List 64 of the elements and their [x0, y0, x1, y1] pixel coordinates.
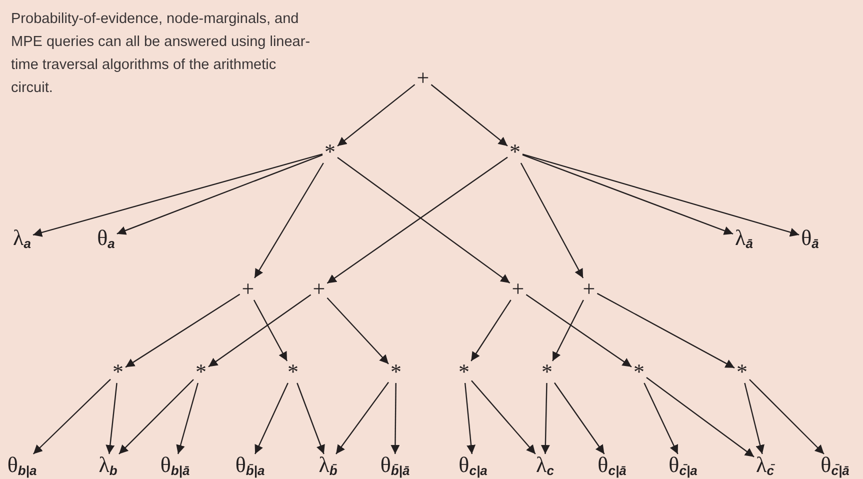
arrow — [646, 377, 754, 458]
circuit-symbol: λ$_{ā}$ — [735, 227, 753, 249]
circuit-symbol: θ$_{a}$ — [97, 227, 115, 249]
circuit-symbol: θ$_{b|a}$ — [7, 454, 37, 476]
circuit-symbol: * — [112, 361, 124, 383]
arrow — [644, 382, 678, 454]
circuit-symbol: + — [242, 278, 254, 300]
circuit-symbol: θ$_{c̄|a}$ — [668, 454, 698, 476]
arrow — [296, 382, 325, 454]
circuit-symbol: θ$_{c|a}$ — [458, 454, 488, 476]
circuit-symbol: λ$_{c}$ — [536, 454, 554, 476]
arrow — [254, 162, 324, 278]
circuit-symbol: * — [736, 361, 748, 383]
circuit-symbol: θ$_{b|ā}$ — [160, 454, 190, 476]
arrow — [176, 382, 198, 454]
circuit-symbol: * — [634, 361, 644, 383]
circuit-symbol: * — [542, 361, 552, 383]
circuit-symbol: λ$_{b̄}$ — [318, 454, 338, 476]
circuit-symbol: λ$_{c̄}$ — [756, 454, 774, 476]
arrow — [390, 383, 400, 454]
circuit-symbol: + — [416, 67, 430, 89]
circuit-symbol: * — [510, 141, 520, 163]
arrow — [554, 382, 605, 454]
arrow — [32, 378, 111, 454]
circuit-symbol: * — [458, 361, 470, 383]
circuit-symbol: θ$_{c|ā}$ — [598, 454, 626, 476]
arrow — [118, 379, 194, 454]
circuit-symbol: θ$_{c̄|ā}$ — [820, 454, 850, 476]
arrow — [106, 382, 118, 454]
arrow — [430, 84, 508, 146]
arrow — [744, 382, 764, 454]
circuit-symbol: + — [512, 278, 524, 300]
circuit-symbol: * — [324, 141, 336, 163]
circuit-symbol: + — [582, 278, 596, 300]
circuit-symbol: * — [390, 361, 402, 383]
circuit-symbol: * — [288, 361, 298, 383]
arrow — [749, 379, 824, 454]
arrow — [520, 162, 584, 278]
arrow — [336, 382, 389, 454]
arrow — [337, 84, 416, 146]
arrow — [125, 294, 240, 368]
arrow — [471, 380, 536, 454]
circuit-symbol: θ$_{b̄|a}$ — [235, 454, 265, 476]
circuit-symbol: θ$_{ā}$ — [801, 227, 819, 249]
circuit-symbol: λ$_{b}$ — [98, 454, 118, 476]
arrow — [254, 382, 288, 454]
note-text: Probability-of-evidence, node-marginals, and MPE queries can all be answered using linear-time traversal algorithms of the arithmetic circuit. — [11, 10, 311, 98]
circuit-symbol: * — [196, 361, 206, 383]
arrow — [32, 154, 323, 237]
circuit-symbol: θ$_{b̄|ā}$ — [380, 454, 410, 476]
arrow — [208, 294, 312, 368]
arrow — [522, 154, 734, 235]
arrow — [526, 294, 632, 368]
arrow — [522, 154, 800, 237]
arrow — [596, 292, 735, 368]
arrow — [552, 300, 584, 362]
arrow — [116, 154, 323, 235]
arrow — [253, 300, 288, 362]
circuit-symbol: λ$_{a}$ — [13, 227, 31, 249]
arrow — [540, 382, 550, 454]
arrow — [326, 297, 389, 364]
circuit-symbol: + — [312, 278, 326, 300]
arrow — [470, 300, 512, 362]
arrow — [464, 382, 476, 454]
